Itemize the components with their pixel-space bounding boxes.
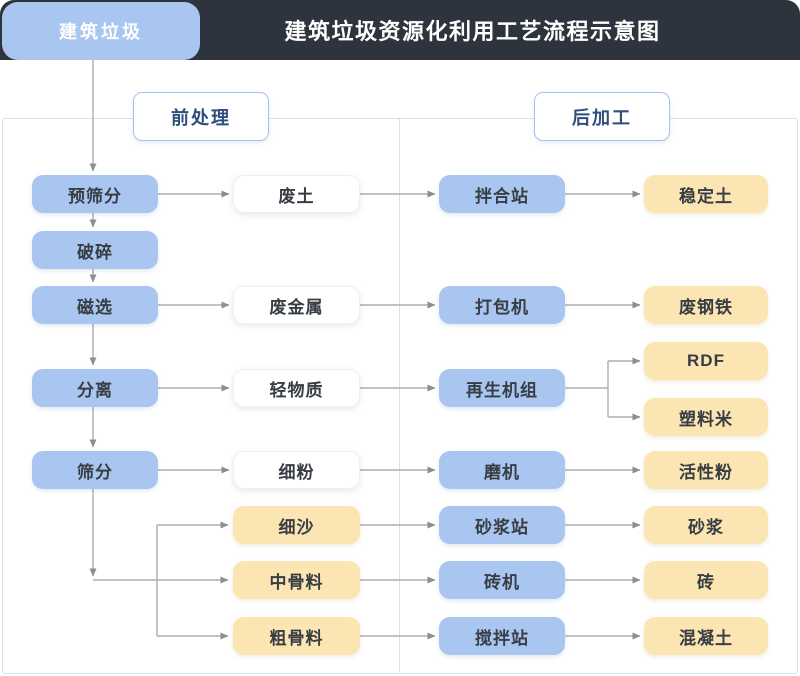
node-coarse-aggregate: 粗骨料 <box>233 617 360 655</box>
node-fine-powder: 细粉 <box>233 451 360 489</box>
node-stabilized-soil: 稳定土 <box>644 175 768 213</box>
node-fine-sand: 细沙 <box>233 506 360 544</box>
node-crushing: 破碎 <box>32 231 158 269</box>
node-waste-soil: 废土 <box>233 175 360 213</box>
node-waste-metal: 废金属 <box>233 286 360 324</box>
node-medium-aggregate: 中骨料 <box>233 561 360 599</box>
node-concrete: 混凝土 <box>644 617 768 655</box>
node-waste-steel: 废钢铁 <box>644 286 768 324</box>
node-grinding-mill: 磨机 <box>439 451 565 489</box>
section-badge-pretreatment: 前处理 <box>133 92 269 141</box>
node-baling-machine: 打包机 <box>439 286 565 324</box>
node-mortar-station: 砂浆站 <box>439 506 565 544</box>
source-node-construction-waste: 建筑垃圾 <box>2 2 200 60</box>
node-plastic-pellets: 塑料米 <box>644 398 768 436</box>
diagram-title: 建筑垃圾资源化利用工艺流程示意图 <box>284 19 661 44</box>
node-stirring-station: 搅拌站 <box>439 617 565 655</box>
section-divider <box>399 119 400 672</box>
node-brick: 砖 <box>644 561 768 599</box>
node-screening: 筛分 <box>32 451 158 489</box>
node-regeneration-unit: 再生机组 <box>439 369 565 407</box>
node-light-material: 轻物质 <box>233 369 360 407</box>
node-magnetic-separation: 磁选 <box>32 286 158 324</box>
node-pre-screening: 预筛分 <box>32 175 158 213</box>
node-mixing-station: 拌合站 <box>439 175 565 213</box>
node-rdf: RDF <box>644 342 768 380</box>
section-badge-postprocessing: 后加工 <box>534 92 670 141</box>
node-activated-powder: 活性粉 <box>644 451 768 489</box>
node-mortar: 砂浆 <box>644 506 768 544</box>
node-brick-machine: 砖机 <box>439 561 565 599</box>
node-separation: 分离 <box>32 369 158 407</box>
